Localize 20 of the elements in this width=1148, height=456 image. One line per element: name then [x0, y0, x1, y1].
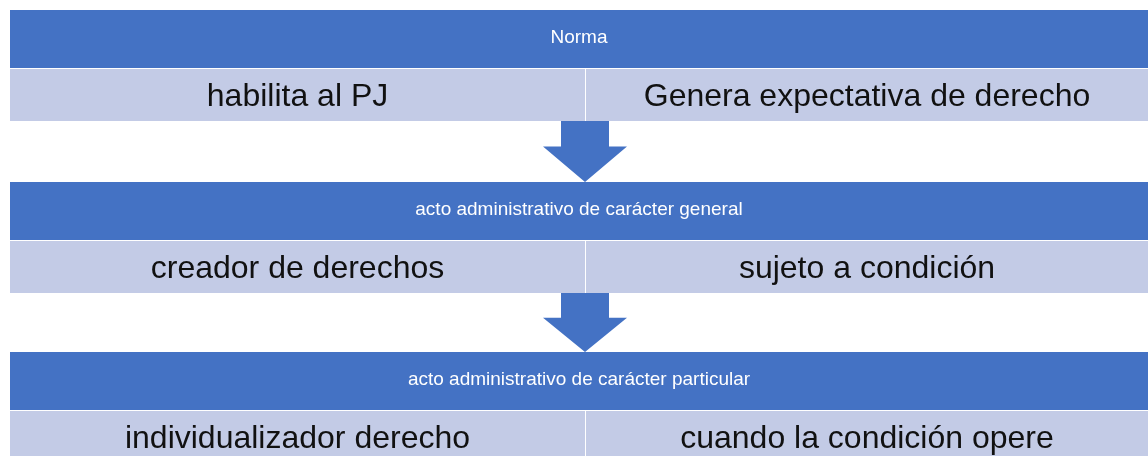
- cell-text: Genera expectativa de derecho: [643, 76, 1091, 114]
- content-cell: [585, 410, 1148, 456]
- content-cell: [585, 68, 1148, 121]
- cell-text: cuando la condición opere: [680, 418, 1054, 456]
- header-text: acto administrativo de carácter general: [414, 198, 744, 220]
- section-band: [10, 182, 1148, 293]
- section-band: [10, 10, 1148, 121]
- cell-text: sujeto a condición: [738, 248, 996, 286]
- cell-text: habilita al PJ: [206, 76, 389, 114]
- section-band: [10, 352, 1148, 456]
- header-text: acto administrativo de carácter particular: [406, 368, 752, 390]
- content-cell: [10, 410, 585, 456]
- header-text: Norma: [549, 26, 609, 48]
- cell-text: individualizador derecho: [124, 418, 471, 456]
- content-cell: [585, 240, 1148, 293]
- cell-text: creador de derechos: [150, 248, 445, 286]
- down-arrow: [543, 121, 627, 182]
- down-arrow: [543, 293, 627, 352]
- content-cell: [10, 240, 585, 293]
- content-cell: [10, 68, 585, 121]
